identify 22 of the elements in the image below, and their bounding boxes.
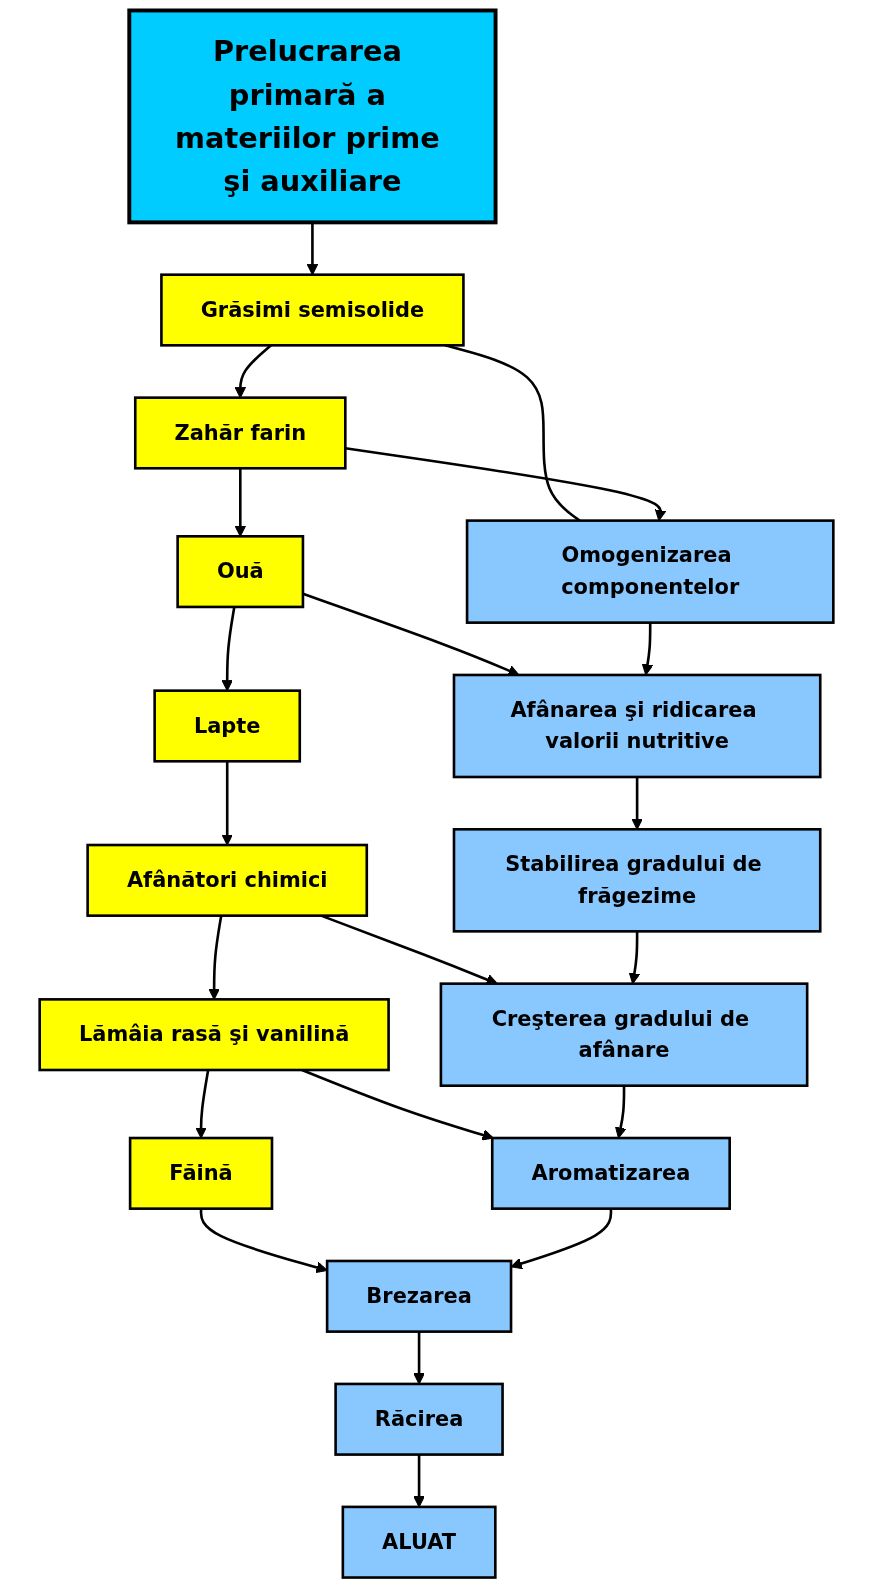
node-box: Făină bbox=[128, 1136, 274, 1210]
node-box: Stabilirea gradului de frăgezime bbox=[452, 828, 822, 933]
node-box: Lapte bbox=[153, 689, 302, 763]
arrow bbox=[221, 761, 233, 846]
node-box: Grăsimi semisolide bbox=[160, 273, 465, 347]
node-box: Brezarea bbox=[325, 1259, 513, 1333]
node-box: Creşterea gradului de afânare bbox=[439, 982, 809, 1087]
node-box: Zahăr farin bbox=[133, 396, 347, 470]
node-box: Prelucrarea primară a materiilor prime şi auxiliare bbox=[127, 8, 498, 225]
node-box: Aromatizarea bbox=[490, 1136, 731, 1210]
node-box: Răcirea bbox=[334, 1382, 504, 1456]
node-box: Omogenizarea componentelor bbox=[465, 519, 835, 624]
node-box: ALUAT bbox=[341, 1505, 497, 1579]
arrow bbox=[234, 468, 247, 537]
node-box: Afânarea şi ridicarea valorii nutritive bbox=[452, 673, 822, 779]
node-box: Ouă bbox=[176, 535, 305, 609]
node-box: Lămâia rasă şi vanilină bbox=[38, 998, 390, 1072]
node-box: Afânători chimici bbox=[86, 843, 369, 917]
arrow bbox=[199, 1208, 328, 1274]
arrow bbox=[615, 1085, 627, 1139]
arrow bbox=[208, 915, 223, 1000]
arrow bbox=[631, 777, 643, 830]
